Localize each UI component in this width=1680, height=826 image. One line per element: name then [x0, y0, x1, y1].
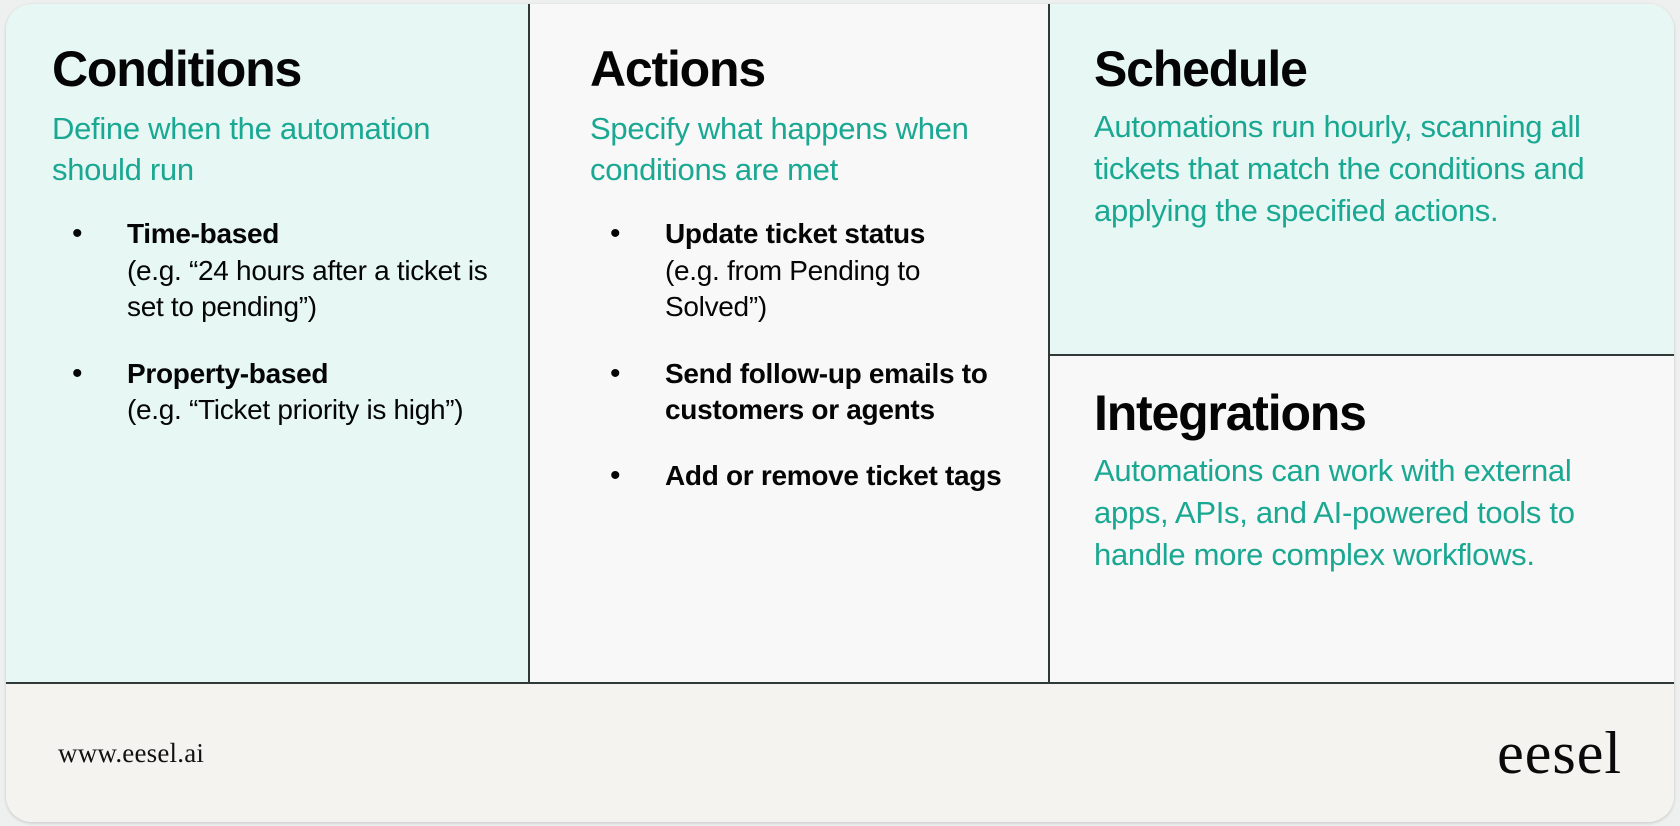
list-item: Time-based (e.g. “24 hours after a ticke…	[52, 214, 488, 325]
actions-bullet-list: Update ticket status (e.g. from Pending …	[590, 214, 1018, 495]
conditions-bullet-list: Time-based (e.g. “24 hours after a ticke…	[52, 214, 488, 429]
footer-bar: www.eesel.ai eesel	[6, 682, 1674, 822]
panel-conditions: Conditions Define when the automation sh…	[6, 4, 530, 682]
actions-heading: Actions	[590, 41, 766, 97]
bullet-note: (e.g. from Pending to Solved”)	[665, 254, 921, 323]
list-item: Property-based (e.g. “Ticket priority is…	[52, 354, 488, 429]
bullet-note: (e.g. “Ticket priority is high”)	[127, 394, 464, 425]
panels-row: Conditions Define when the automation sh…	[6, 4, 1674, 682]
infographic-card: Conditions Define when the automation sh…	[6, 4, 1674, 822]
list-item: Send follow-up emails to customers or ag…	[590, 354, 1018, 429]
bullet-title: Time-based	[127, 218, 280, 250]
right-column: Schedule Automations run hourly, scannin…	[1050, 4, 1674, 682]
actions-subheading: Specify what happens when conditions are…	[590, 111, 969, 188]
integrations-heading: Integrations	[1094, 385, 1367, 441]
schedule-heading: Schedule	[1094, 41, 1308, 97]
list-item: Add or remove ticket tags	[590, 456, 1018, 495]
conditions-subheading: Define when the automation should run	[52, 111, 431, 188]
schedule-body: Automations run hourly, scanning all tic…	[1094, 109, 1585, 228]
bullet-title: Send follow-up emails to customers or ag…	[665, 357, 988, 425]
bullet-title: Update ticket status	[665, 218, 926, 250]
footer-website-url: www.eesel.ai	[58, 737, 205, 768]
bullet-title: Add or remove ticket tags	[665, 460, 1002, 492]
panel-actions: Actions Specify what happens when condit…	[530, 4, 1050, 682]
bullet-title: Property-based	[127, 357, 329, 389]
list-item: Update ticket status (e.g. from Pending …	[590, 214, 1018, 325]
integrations-body: Automations can work with external apps,…	[1094, 453, 1575, 572]
bullet-note: (e.g. “24 hours after a ticket is set to…	[127, 254, 488, 323]
panel-integrations: Integrations Automations can work with e…	[1050, 356, 1674, 682]
panel-schedule: Schedule Automations run hourly, scannin…	[1050, 4, 1674, 356]
conditions-heading: Conditions	[52, 41, 302, 97]
eesel-logo: eesel	[1497, 719, 1622, 786]
